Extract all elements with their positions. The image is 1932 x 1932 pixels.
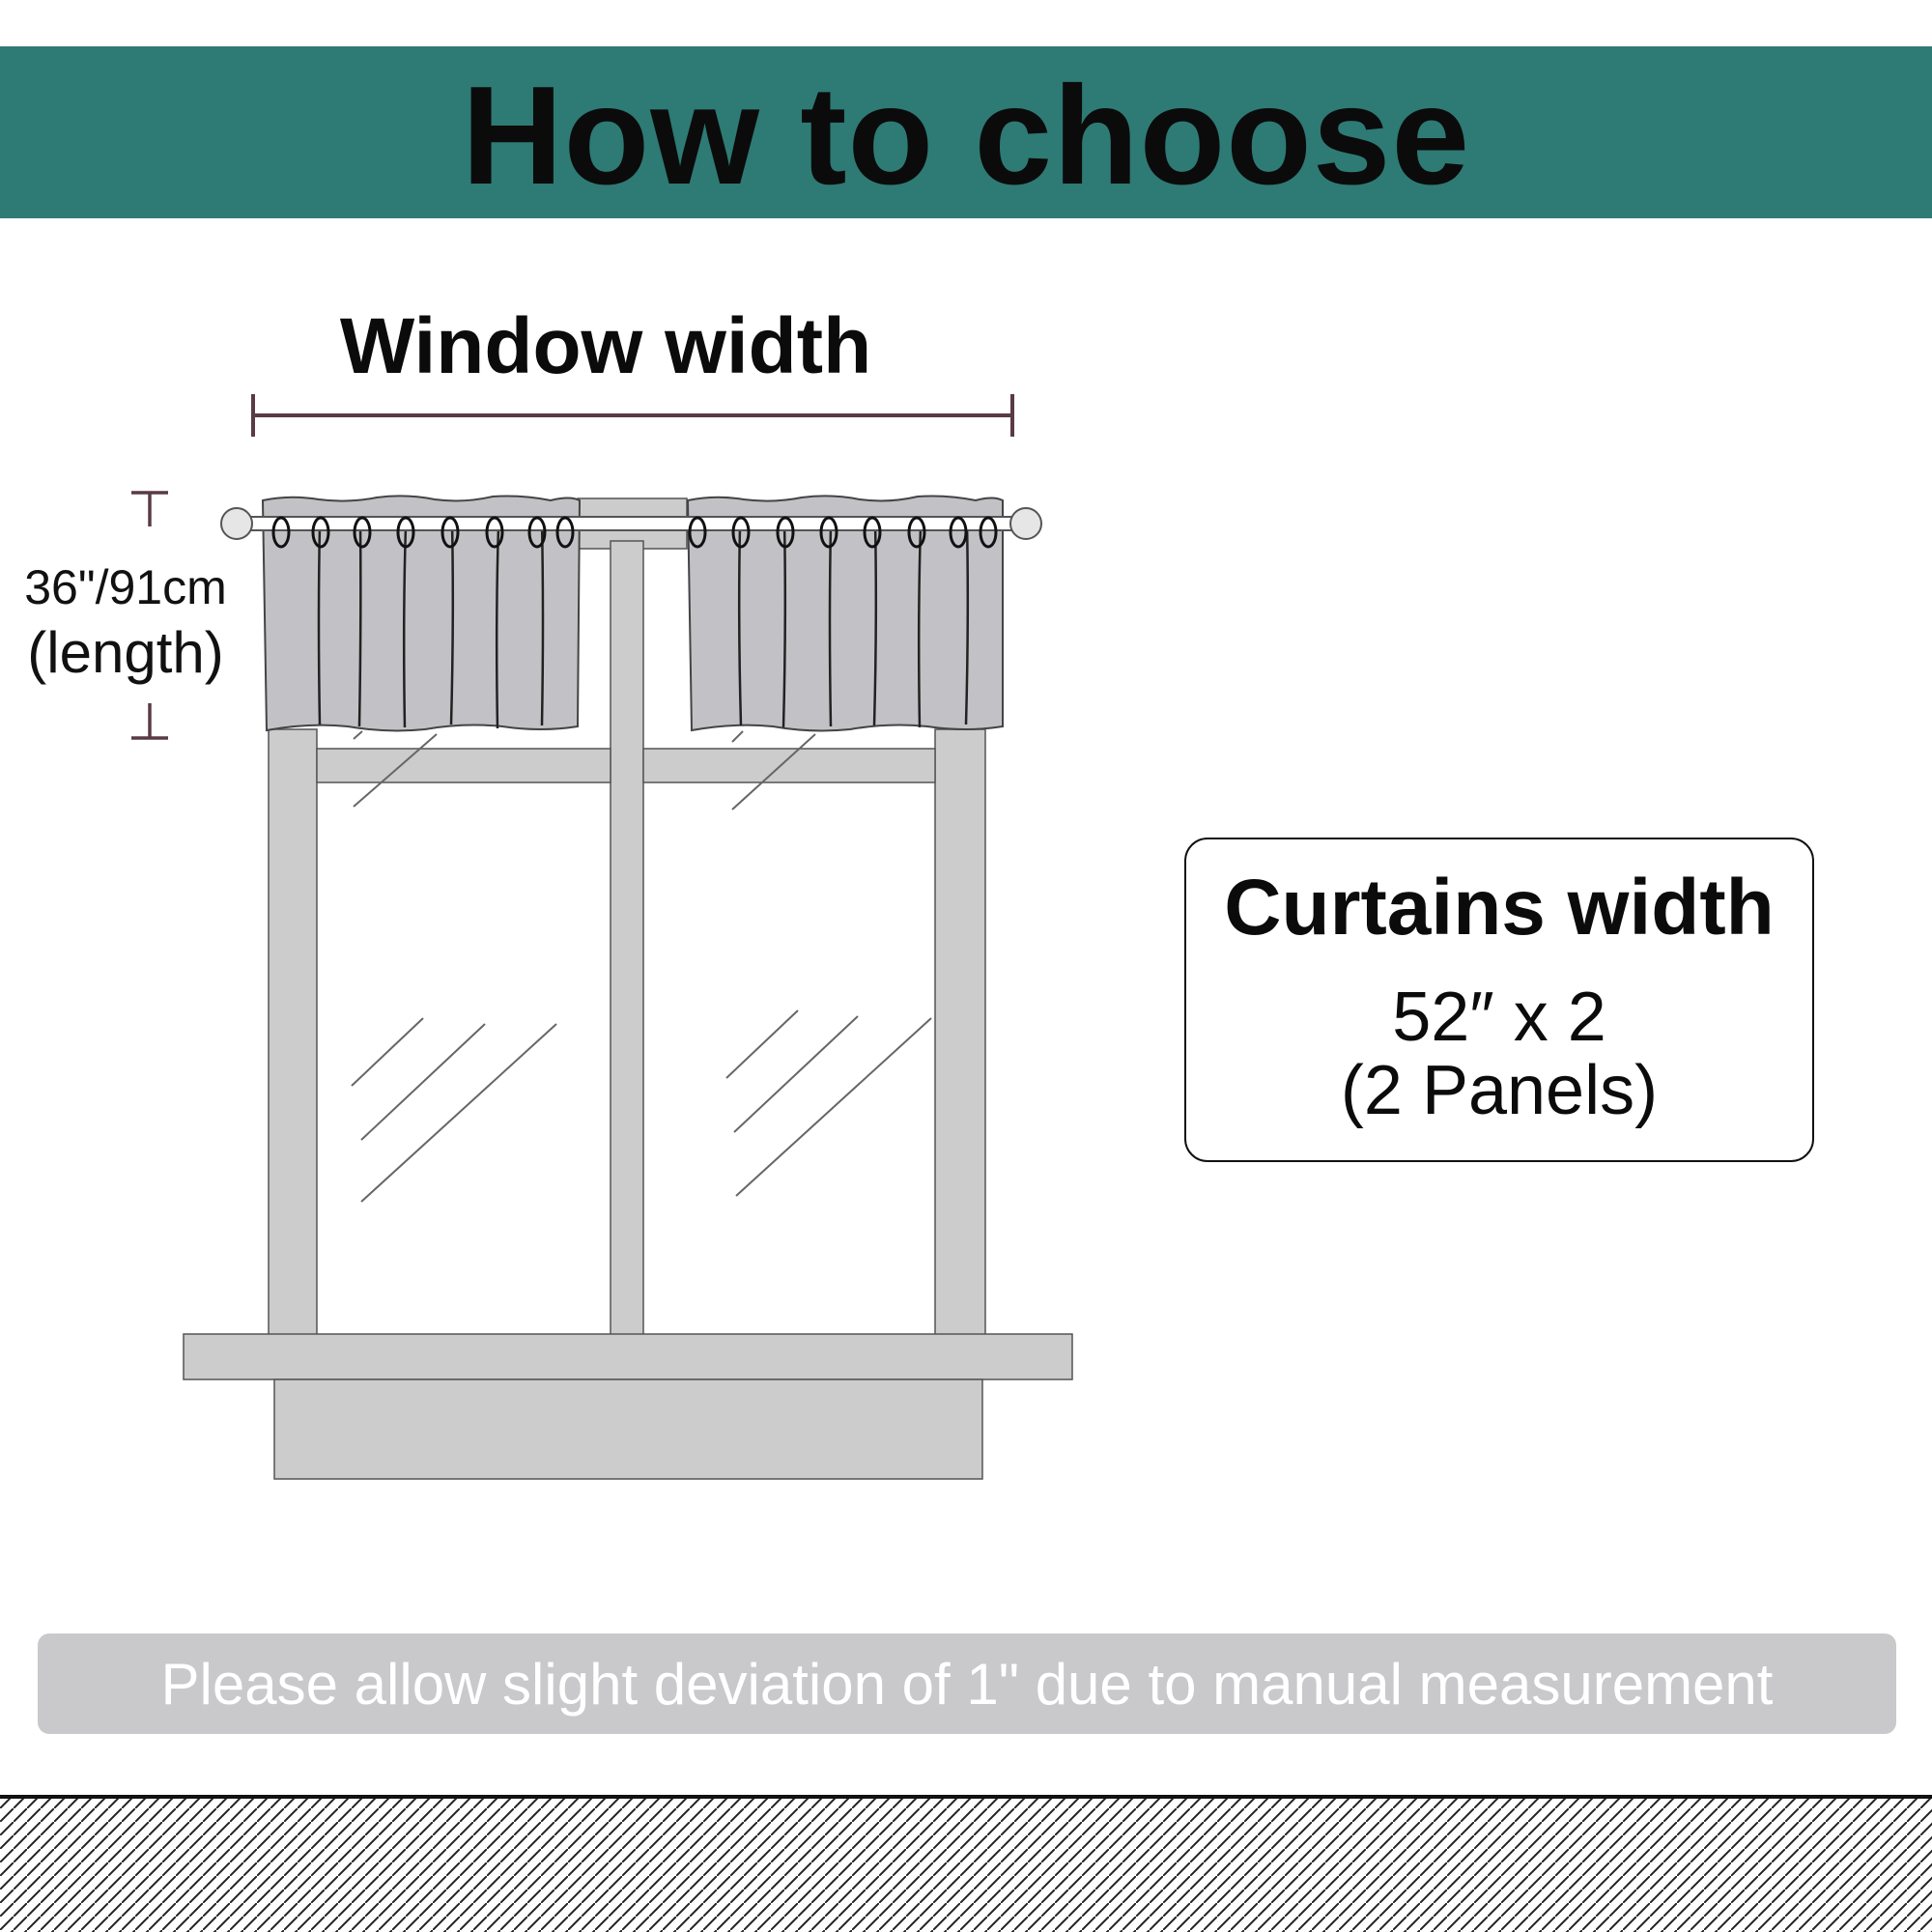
window-width-dimension-line xyxy=(251,394,1014,437)
curtain-rings xyxy=(271,516,998,549)
page-title: How to choose xyxy=(461,56,1471,213)
window-frame xyxy=(183,497,1073,1480)
window-diagram xyxy=(131,394,1073,1480)
length-value: 36"/91cm xyxy=(24,560,227,614)
measurement-notice: Please allow slight deviation of 1" due … xyxy=(38,1634,1896,1734)
curtains-width-value: 52″ x 2 xyxy=(1392,979,1606,1056)
glass-reflection xyxy=(351,730,932,1203)
length-note: (length) xyxy=(27,620,224,685)
curtains-width-box: Curtains width 52″ x 2 (2 Panels) xyxy=(1184,838,1814,1162)
left-curtain-panel xyxy=(261,495,582,732)
header-banner: How to choose xyxy=(0,46,1932,218)
length-dimension-marker xyxy=(131,491,168,740)
hatched-ground xyxy=(0,1795,1932,1932)
length-label: 36"/91cm (length) xyxy=(10,558,242,688)
window-width-label: Window width xyxy=(339,302,872,390)
right-curtain-panel xyxy=(686,495,1004,732)
curtains-panels-note: (2 Panels) xyxy=(1340,1052,1659,1129)
curtains-width-title: Curtains width xyxy=(1224,864,1775,952)
measurement-notice-text: Please allow slight deviation of 1" due … xyxy=(160,1651,1774,1717)
